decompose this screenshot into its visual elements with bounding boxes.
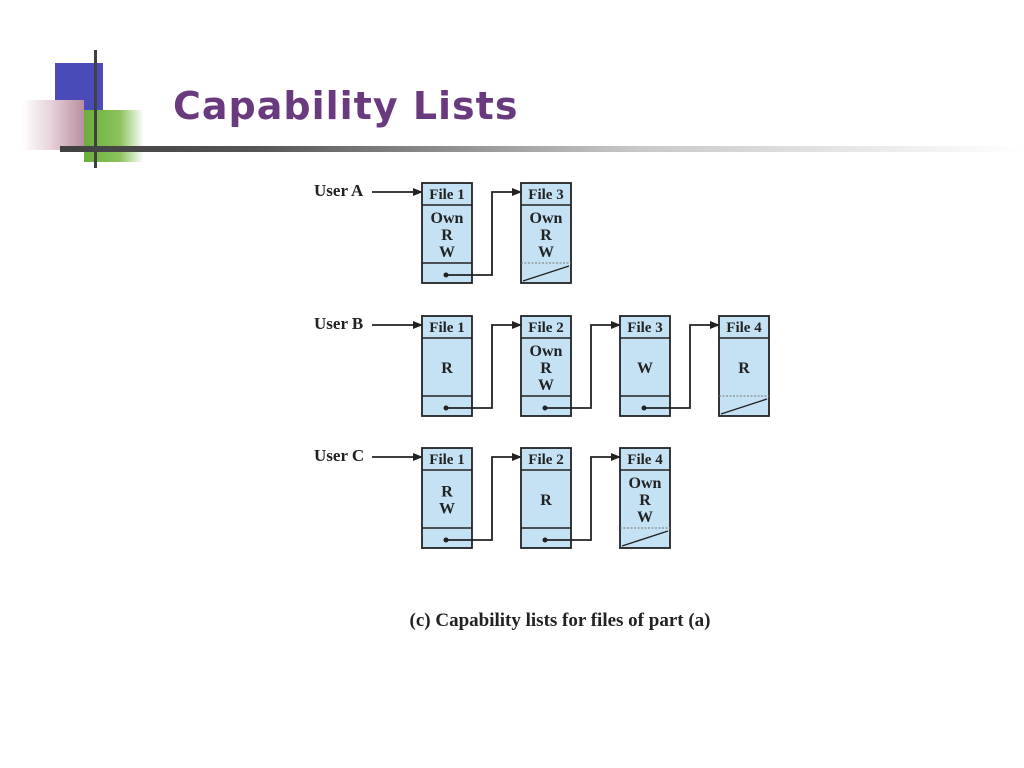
next-pointer-arrow	[446, 321, 522, 409]
next-pointer-arrow	[545, 321, 621, 409]
decor-vertical-line	[94, 50, 97, 168]
node-access-right: R	[540, 227, 552, 244]
node-file-name: File 2	[528, 452, 563, 468]
node-access-right: R	[639, 492, 651, 509]
user-label: User C	[314, 446, 364, 465]
capability-node	[718, 315, 770, 417]
next-pointer-arrow	[446, 453, 522, 541]
diagram-caption: (c) Capability lists for files of part (…	[410, 610, 711, 631]
user-label: User A	[314, 181, 364, 200]
node-file-name: File 1	[429, 320, 464, 336]
node-access-right: W	[637, 360, 653, 377]
capability-node	[520, 447, 572, 549]
node-access-right: W	[538, 244, 554, 261]
user-label: User B	[314, 314, 363, 333]
next-pointer-arrow	[446, 188, 522, 276]
capability-node	[421, 447, 473, 549]
node-access-right: Own	[530, 210, 563, 227]
node-file-name: File 3	[528, 187, 563, 203]
node-access-right: W	[637, 509, 653, 526]
next-pointer-arrow	[644, 321, 720, 409]
node-access-right: Own	[530, 343, 563, 360]
next-pointer-arrow	[545, 453, 621, 541]
node-access-right: W	[439, 244, 455, 261]
node-access-right: R	[441, 360, 453, 377]
capability-node	[421, 182, 473, 284]
node-file-name: File 1	[429, 452, 464, 468]
node-access-right: W	[439, 501, 455, 518]
capability-node	[421, 315, 473, 417]
node-access-right: R	[441, 227, 453, 244]
node-access-right: Own	[629, 475, 662, 492]
capability-node	[619, 315, 671, 417]
node-access-right: R	[540, 492, 552, 509]
node-access-right: W	[538, 377, 554, 394]
capability-node	[520, 315, 572, 417]
capability-node	[520, 182, 572, 284]
node-access-right: R	[540, 360, 552, 377]
null-pointer-slash	[621, 530, 669, 547]
null-pointer-slash	[720, 398, 768, 415]
title-underline	[60, 146, 1024, 152]
slide-title: Capability Lists	[173, 84, 519, 128]
node-file-name: File 1	[429, 187, 464, 203]
node-file-name: File 4	[726, 320, 762, 336]
node-access-right: Own	[431, 210, 464, 227]
node-file-name: File 4	[627, 452, 663, 468]
node-file-name: File 2	[528, 320, 563, 336]
node-access-right: R	[738, 360, 750, 377]
decor-pink-square	[22, 100, 84, 150]
node-file-name: File 3	[627, 320, 662, 336]
capability-node	[619, 447, 671, 549]
node-access-right: R	[441, 484, 453, 501]
null-pointer-slash	[522, 265, 570, 282]
